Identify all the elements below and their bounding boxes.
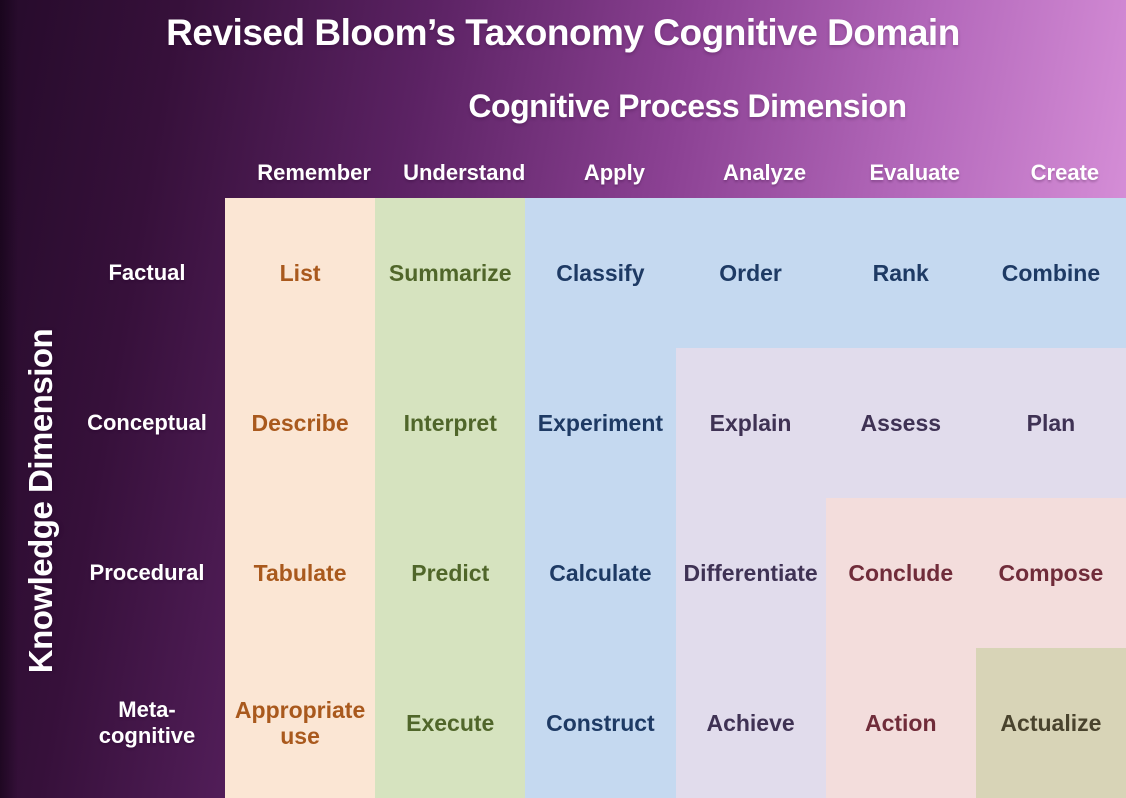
column-header-analyze: Analyze: [723, 160, 807, 185]
slide-title: Revised Bloom’s Taxonomy Cognitive Domai…: [166, 12, 960, 53]
cell-factual-understand: Summarize: [375, 198, 526, 348]
cell-conceptual-remember: Describe: [225, 348, 376, 498]
cell-metacognitive-analyze: Achieve: [675, 648, 826, 798]
column-header-evaluate: Evaluate: [869, 160, 960, 185]
column-header-remember: Remember: [257, 160, 371, 185]
cell-conceptual-create: Plan: [975, 348, 1126, 498]
cell-metacognitive-understand: Execute: [375, 648, 526, 798]
cell-metacognitive-apply: Construct: [525, 648, 676, 798]
cell-factual-apply: Classify: [525, 198, 676, 348]
cell-conceptual-understand: Interpret: [375, 348, 526, 498]
cell-procedural-understand: Predict: [375, 498, 526, 648]
cell-metacognitive-create: Actualize: [975, 648, 1126, 798]
header-spacer: [14, 152, 239, 194]
cell-procedural-apply: Calculate: [525, 498, 676, 648]
cell-metacognitive-remember: Appropriate use: [225, 648, 376, 798]
row-label-metacognitive: Meta- cognitive: [98, 697, 196, 748]
taxonomy-matrix: Factual List Summarize Classify Order Ra…: [0, 198, 1126, 798]
cell-procedural-analyze: Differentiate: [675, 498, 826, 648]
cell-factual-remember: List: [225, 198, 376, 348]
cognitive-process-axis-title: Cognitive Process Dimension: [468, 88, 907, 124]
row-label-procedural: Procedural: [89, 560, 205, 586]
column-header-understand: Understand: [403, 160, 526, 185]
cell-conceptual-evaluate: Assess: [825, 348, 976, 498]
cell-conceptual-apply: Experiment: [525, 348, 676, 498]
cell-procedural-remember: Tabulate: [225, 498, 376, 648]
cell-procedural-create: Compose: [975, 498, 1126, 648]
cell-metacognitive-evaluate: Action: [825, 648, 976, 798]
cell-factual-evaluate: Rank: [825, 198, 976, 348]
cell-procedural-evaluate: Conclude: [825, 498, 976, 648]
column-header-apply: Apply: [583, 160, 645, 185]
cell-factual-create: Combine: [975, 198, 1126, 348]
row-label-conceptual: Conceptual: [87, 410, 207, 436]
cell-factual-analyze: Order: [675, 198, 826, 348]
row-label-factual: Factual: [108, 260, 186, 286]
cell-conceptual-analyze: Explain: [675, 348, 826, 498]
column-header-create: Create: [1030, 160, 1100, 185]
column-header-row: Remember Understand Apply Analyze Evalua…: [14, 152, 1126, 194]
